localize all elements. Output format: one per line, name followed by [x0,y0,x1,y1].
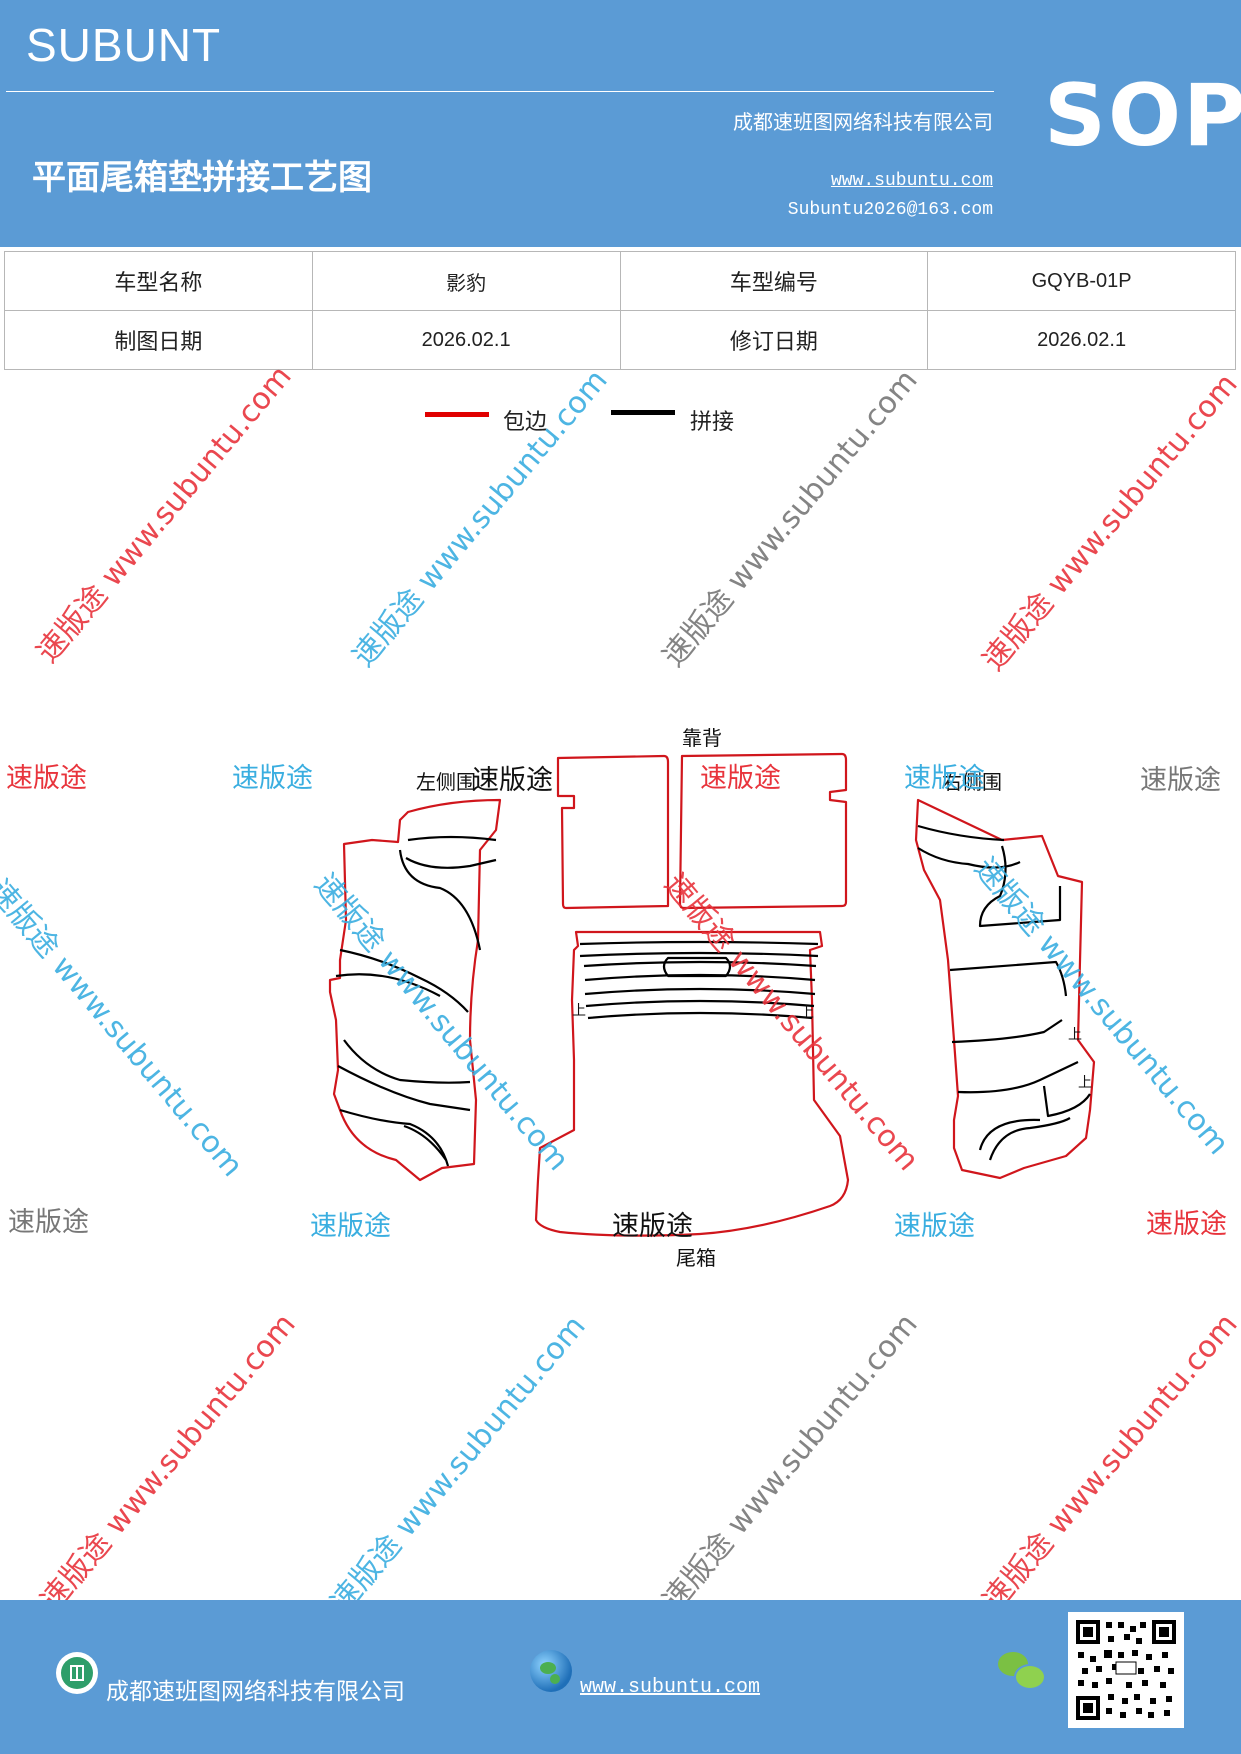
legend-swatch-splice [611,410,675,415]
label-left-side: 左侧围 [416,770,476,794]
qr-code [1068,1612,1184,1728]
page-title: 平面尾箱垫拼接工艺图 [32,158,372,198]
right-splice-1 [917,824,1005,842]
table-cell-label: 制图日期 [4,310,313,370]
trunk-splice-2 [579,951,819,958]
trunk-splice-3 [583,960,817,968]
right-splice-3 [978,845,1062,928]
trunk-splice-1 [579,940,819,946]
trunk-floor-outline [534,930,850,1237]
trunk-splice-5 [584,987,816,996]
left-splice-8 [339,1108,450,1167]
table-cell-label: 修订日期 [619,310,929,370]
label-up-2: 上 [800,1005,814,1021]
left-splice-5 [335,973,441,997]
label-up-3: 上 [1068,1027,1082,1043]
brand-name: SUBUNT [26,19,222,71]
trunk-handle [662,956,732,978]
legend-label-edging: 包边 [503,410,548,435]
header-banner: SUBUNT 平面尾箱垫拼接工艺图 成都速班图网络科技有限公司 www.subu… [0,0,1241,247]
header-email[interactable]: Subuntu2026@163.com [787,200,993,220]
right-splice-4 [949,960,1068,997]
right-splice-9 [978,1118,1041,1151]
label-backrest: 靠背 [682,726,722,750]
building-icon [56,1652,98,1694]
legend-label-splice: 拼接 [690,410,735,435]
table-cell-value: 2026.02.1 [927,310,1236,370]
header-company: 成都速班图网络科技有限公司 [733,110,993,134]
right-splice-6 [957,1061,1079,1094]
left-splice-3 [398,849,482,951]
vehicle-info-table: 车型名称 影豹 车型编号 GQYB-01P 制图日期 2026.02.1 修订日… [4,251,1236,370]
footer-company: 成都速班图网络科技有限公司 [106,1679,405,1705]
left-splice-2 [405,857,497,869]
right-splice-2 [917,847,1021,869]
right-side-panel-outline [914,798,1096,1180]
globe-icon [530,1650,572,1692]
backrest-right-panel [678,752,848,910]
table-cell-value: 2026.02.1 [311,310,621,370]
right-splice-7 [1042,1085,1091,1118]
left-side-panel-outline [328,798,502,1182]
label-right-side: 右侧围 [942,770,1002,794]
table-cell-value: 影豹 [311,251,621,311]
label-up-4: 上 [1078,1075,1092,1091]
trunk-splice-6 [585,999,815,1008]
left-splice-9 [403,1124,447,1161]
right-splice-8 [988,1117,1071,1161]
wechat-icon [998,1652,1046,1692]
label-trunk: 尾箱 [676,1246,716,1270]
trunk-splice-7 [587,1011,813,1020]
footer-website-link[interactable]: www.subuntu.com [580,1676,761,1699]
backrest-left-panel [556,754,670,910]
left-splice-7 [337,1065,471,1112]
table-cell-label: 车型名称 [4,251,313,311]
left-splice-4 [339,948,469,1013]
table-row: 制图日期 2026.02.1 修订日期 2026.02.1 [4,310,1236,370]
right-splice-5 [951,1019,1063,1044]
table-cell-label: 车型编号 [619,251,929,311]
table-row: 车型名称 影豹 车型编号 GQYB-01P [4,251,1236,311]
header-website-link[interactable]: www.subuntu.com [830,171,993,191]
left-splice-1 [407,835,497,842]
left-splice-6 [343,1039,471,1084]
header-divider [6,91,994,92]
label-up-1: 上 [572,1003,586,1019]
table-cell-value: GQYB-01P [927,251,1236,311]
legend-swatch-edging [425,412,489,417]
sop-badge: SOP [1044,66,1241,166]
